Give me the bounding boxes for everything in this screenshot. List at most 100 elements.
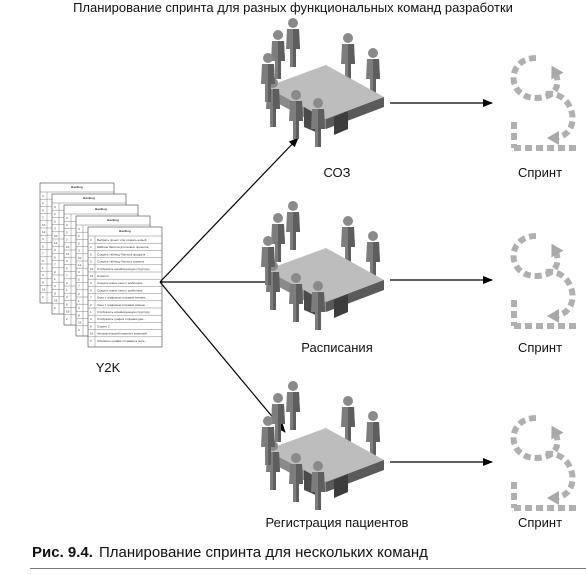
backlog-sheet: Backlog 3 Выбрать проект или создать новый… bbox=[87, 226, 163, 348]
backlog-row-task: Окно с графиком отправки измене... bbox=[97, 303, 148, 307]
backlog-row-task: Отобразить архивирующую структуру bbox=[97, 310, 150, 314]
backlog-row-estimate: 7 bbox=[54, 263, 56, 267]
backlog-row-estimate: 2 bbox=[54, 270, 56, 274]
backlog-row-estimate: 2 bbox=[66, 281, 68, 285]
backlog-row-estimate: 3 bbox=[78, 227, 80, 231]
backlog-row-estimate: 3 bbox=[90, 317, 92, 321]
backlog-row-estimate: 5 bbox=[90, 252, 92, 256]
figure-caption: Рис. 9.4. Планирование спринта для нескол… bbox=[32, 544, 428, 561]
backlog-row-estimate: 16 bbox=[42, 288, 46, 292]
backlog-row-estimate: 12 bbox=[90, 274, 94, 278]
backlog-row-estimate: 3 bbox=[42, 237, 44, 241]
sprint-label-3: Спринт bbox=[518, 515, 562, 530]
backlog-row-estimate: 3 bbox=[42, 194, 44, 198]
backlog-row-estimate: 7 bbox=[90, 296, 92, 300]
backlog-row-estimate: 2 bbox=[90, 339, 92, 343]
backlog-row-task: Отобразить архивирующую структуру bbox=[97, 267, 150, 271]
backlog-row-estimate: 5 bbox=[66, 266, 68, 270]
sprint-label-2: Спринт bbox=[518, 340, 562, 355]
team-label-1: СОЗ bbox=[323, 165, 350, 180]
backlog-row-estimate: 3 bbox=[54, 205, 56, 209]
sprint-cycle-icon-2 bbox=[514, 236, 581, 326]
backlog-row-estimate: 3 bbox=[78, 249, 80, 253]
backlog-row-estimate: 16 bbox=[66, 310, 70, 314]
backlog-row-estimate: 3 bbox=[54, 284, 56, 288]
sprint-label-1: Спринт bbox=[518, 165, 562, 180]
backlog-row-estimate: 3 bbox=[42, 273, 44, 277]
backlog-row-estimate: 8 bbox=[42, 280, 44, 284]
team-meeting-registration bbox=[261, 381, 384, 510]
backlog-row-estimate: 5 bbox=[54, 255, 56, 259]
backlog-row-estimate: 3 bbox=[78, 306, 80, 310]
backlog-sheet-header: Backlog bbox=[95, 207, 107, 211]
backlog-row-estimate: 3 bbox=[90, 281, 92, 285]
backlog-row-estimate: 5 bbox=[78, 277, 80, 281]
backlog-row-estimate: 5 bbox=[42, 244, 44, 248]
figure-number: Рис. 9.4. bbox=[32, 544, 93, 561]
sprint-cycle-icon-1 bbox=[514, 58, 581, 148]
backlog-row-estimate: 2 bbox=[42, 295, 44, 299]
backlog-row-estimate: 3 bbox=[66, 259, 68, 263]
backlog-row-estimate: 3 bbox=[54, 248, 56, 252]
backlog-row-estimate: 2 bbox=[78, 234, 80, 238]
backlog-row-estimate: 2 bbox=[78, 328, 80, 332]
backlog-row-estimate: 2 bbox=[54, 212, 56, 216]
backlog-row-estimate: 2 bbox=[66, 223, 68, 227]
backlog-row-estimate: 1 bbox=[90, 310, 92, 314]
backlog-row-estimate: 8 bbox=[54, 291, 56, 295]
backlog-row-estimate: 3 bbox=[42, 216, 44, 220]
backlog-row-task: Отобразить график отправки дан... bbox=[97, 317, 146, 321]
backlog-row-estimate: 1 bbox=[54, 277, 56, 281]
team-label-2: Расписания bbox=[301, 340, 372, 355]
backlog-row-estimate: 7 bbox=[78, 285, 80, 289]
backlog-row-task: Автоматический пересчет значений bbox=[97, 332, 147, 336]
backlog-row-estimate: 12 bbox=[78, 263, 82, 267]
figure-caption-text: Планирование спринта для нескольких кома… bbox=[98, 544, 428, 561]
backlog-row-estimate: 2 bbox=[90, 303, 92, 307]
backlog-row-estimate: 5 bbox=[54, 219, 56, 223]
backlog-row-estimate: 8 bbox=[90, 324, 92, 328]
backlog-stack: Backlog325310123572138162Backlog32531012… bbox=[39, 182, 163, 348]
backlog-row-task: Выбрать проект или создать новый bbox=[97, 238, 147, 242]
backlog-row-estimate: 2 bbox=[78, 292, 80, 296]
backlog-row-task: Создать новое окно с шаблоном bbox=[97, 288, 142, 292]
backlog-row-estimate: 3 bbox=[78, 270, 80, 274]
backlog-row-task: Обновить график отправки в пере... bbox=[97, 339, 147, 343]
backlog-row-estimate: 10 bbox=[54, 234, 58, 238]
source-label: Y2K bbox=[96, 360, 121, 375]
backlog-row-estimate: 2 bbox=[66, 317, 68, 321]
backlog-row-estimate: 7 bbox=[42, 252, 44, 256]
backlog-row-estimate: 1 bbox=[42, 266, 44, 270]
backlog-row-estimate: 5 bbox=[90, 288, 92, 292]
backlog-row-task: Создать таблицу бэклога спринта bbox=[97, 260, 144, 264]
backlog-row-estimate: 10 bbox=[78, 256, 82, 260]
backlog-row-task: Создать новое окно с шаблоном bbox=[97, 281, 142, 285]
backlog-sheet-header: Backlog bbox=[71, 185, 83, 189]
caption-divider bbox=[30, 568, 586, 569]
team-meeting-schedule bbox=[261, 201, 384, 330]
team-meeting-soz bbox=[261, 18, 384, 147]
backlog-row-estimate: 3 bbox=[66, 216, 68, 220]
backlog-row-task: Окно с графиком отправки элемен... bbox=[97, 296, 148, 300]
backlog-row-estimate: 12 bbox=[42, 230, 46, 234]
sprint-cycle-icon-3 bbox=[514, 418, 581, 508]
backlog-row-estimate: 2 bbox=[42, 259, 44, 263]
backlog-row-estimate: 2 bbox=[54, 306, 56, 310]
backlog-row-estimate: 10 bbox=[90, 267, 94, 271]
backlog-row-estimate: 10 bbox=[42, 223, 46, 227]
backlog-row-estimate: 16 bbox=[90, 332, 94, 336]
backlog-row-estimate: 3 bbox=[66, 295, 68, 299]
backlog-row-estimate: 5 bbox=[42, 208, 44, 212]
backlog-sheet-header: Backlog bbox=[119, 229, 131, 233]
backlog-row-task: Спринт1 bbox=[97, 274, 109, 278]
backlog-sheet-header: Backlog bbox=[107, 218, 119, 222]
arrow-to-team-1 bbox=[159, 137, 299, 283]
backlog-row-estimate: 2 bbox=[90, 245, 92, 249]
backlog-row-estimate: 5 bbox=[66, 230, 68, 234]
backlog-row-estimate: 12 bbox=[66, 252, 70, 256]
backlog-row-estimate: 8 bbox=[78, 313, 80, 317]
backlog-row-estimate: 16 bbox=[78, 321, 82, 325]
backlog-row-estimate: 16 bbox=[54, 299, 58, 303]
backlog-row-estimate: 3 bbox=[90, 260, 92, 264]
backlog-row-estimate: 8 bbox=[66, 302, 68, 306]
